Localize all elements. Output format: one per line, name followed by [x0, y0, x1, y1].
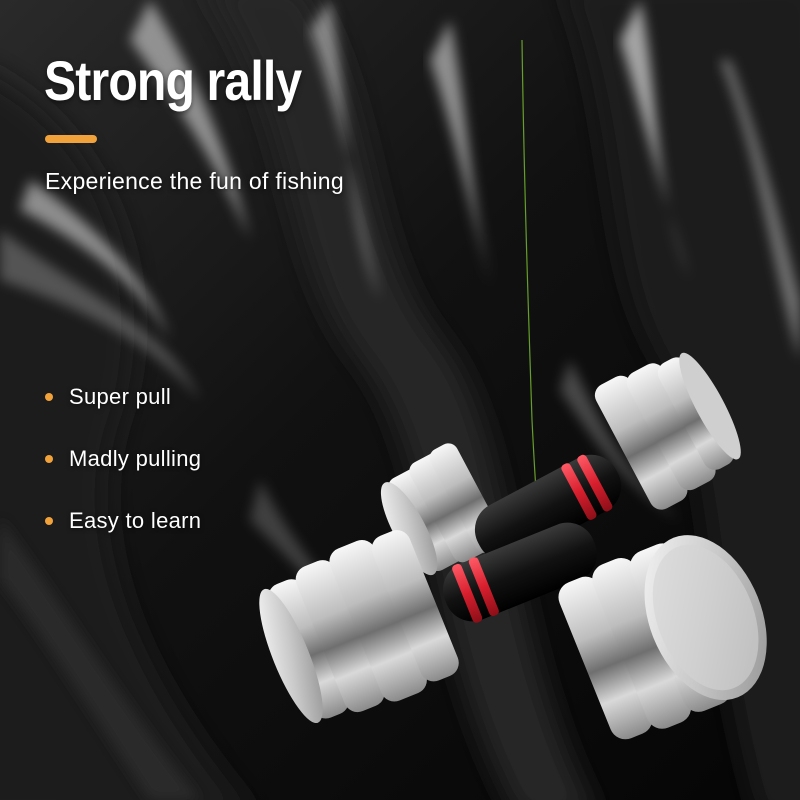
subtitle: Experience the fun of fishing [45, 168, 344, 194]
feature-list: Super pull Madly pulling Easy to learn [45, 380, 201, 566]
bullet-dot-icon [45, 393, 53, 401]
back-dumbbell [380, 352, 741, 576]
accent-bar [45, 135, 97, 143]
feature-label: Easy to learn [69, 508, 202, 533]
feature-label: Madly pulling [69, 446, 202, 471]
headline: Strong rally [44, 49, 302, 112]
front-dumbbell [259, 522, 767, 740]
feature-item: Easy to learn [45, 504, 201, 538]
bullet-dot-icon [45, 517, 53, 525]
feature-label: Super pull [69, 384, 172, 409]
bullet-dot-icon [45, 455, 53, 463]
feature-item: Madly pulling [45, 442, 201, 476]
feature-item: Super pull [45, 380, 201, 414]
